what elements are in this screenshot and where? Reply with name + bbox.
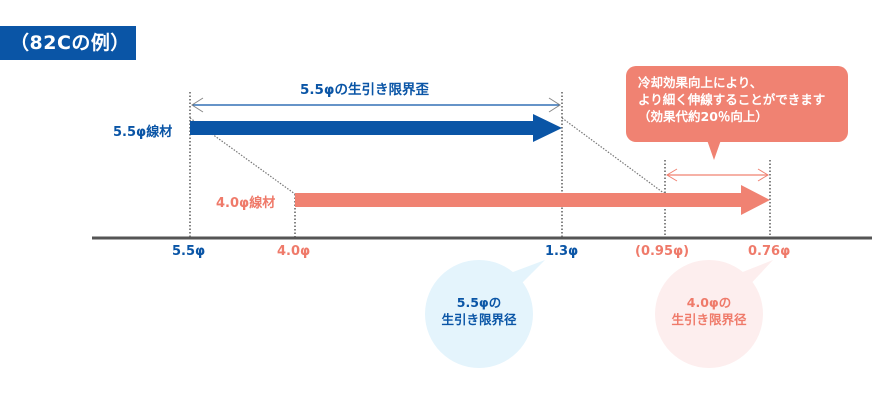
improvement-callout: 冷却効果向上により、 より細く伸線することができます （効果代約20％向上）	[626, 66, 848, 142]
strain-limit-label: 5.5φの生引き限界歪	[300, 82, 429, 98]
strain-dimension-arrow	[191, 97, 561, 113]
bubble-40-line-2: 生引き限界径	[671, 312, 747, 327]
bubble-40-line-1: 4.0φの	[686, 295, 732, 310]
example-title: （82Cの例）	[0, 26, 136, 60]
tick-5.5: 5.5φ	[172, 244, 206, 259]
wire-55-arrow	[190, 114, 562, 142]
callout-line-1: 冷却効果向上により、	[638, 75, 763, 90]
callout-tail	[707, 140, 721, 160]
improvement-dimension-arrow	[666, 168, 769, 182]
callout-line-3: （効果代約20％向上）	[638, 109, 768, 124]
bubble-55-line-1: 5.5φの	[456, 295, 502, 310]
callout-line-2: より細く伸線することができます	[638, 92, 826, 107]
tick-4.0: 4.0φ	[277, 244, 311, 259]
bubble-40-limit: 4.0φの 生引き限界径	[655, 260, 763, 368]
tick-0.95: (0.95φ)	[635, 244, 690, 259]
wire-40-arrow	[295, 185, 770, 215]
tick-1.3: 1.3φ	[545, 244, 579, 259]
wire-40-label: 4.0φ線材	[216, 196, 276, 211]
wire-55-label: 5.5φ線材	[113, 125, 173, 140]
bubble-55-limit: 5.5φの 生引き限界径	[425, 260, 533, 368]
bubble-55-line-2: 生引き限界径	[441, 312, 517, 327]
tick-0.76: 0.76φ	[748, 244, 791, 259]
